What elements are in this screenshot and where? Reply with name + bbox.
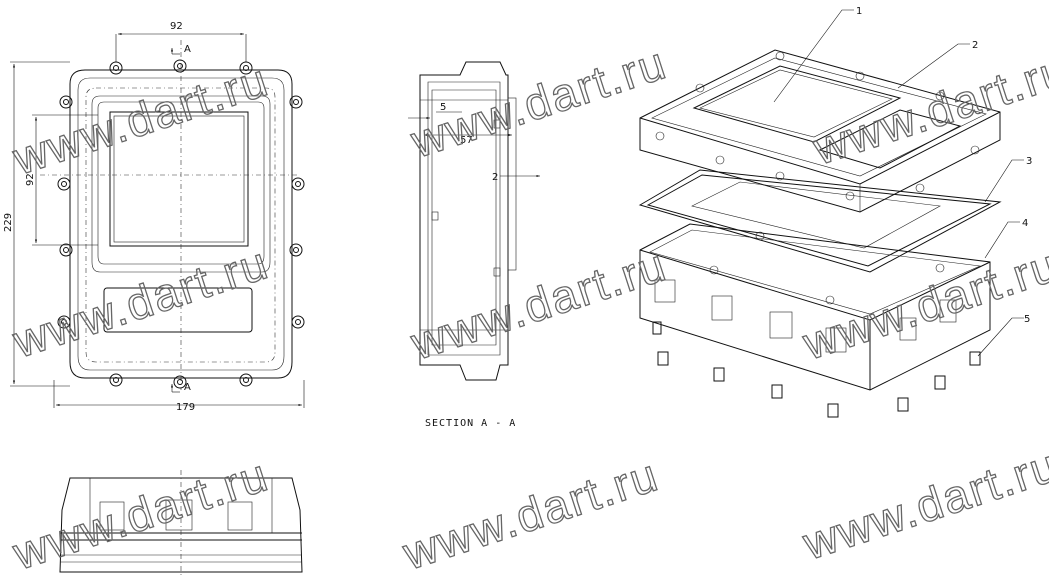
display-window — [109, 111, 249, 247]
watermark: www.dart.ru — [6, 448, 275, 580]
section-mark-top: A — [184, 44, 191, 55]
section-title: SECTION A - A — [425, 418, 516, 429]
part-label-3: 3 — [1026, 156, 1032, 167]
watermark: www.dart.ru — [6, 236, 275, 368]
watermark: www.dart.ru — [6, 53, 275, 185]
dim-total-width: 179 — [176, 402, 195, 413]
base-part — [639, 223, 991, 391]
part-label-5: 5 — [1024, 314, 1030, 325]
part-label-2: 2 — [972, 40, 978, 51]
dim-top-width: 92 — [170, 21, 183, 32]
section-mark-bottom: A — [184, 382, 191, 393]
standoff-parts — [652, 321, 981, 418]
watermark: www.dart.ru — [404, 238, 673, 370]
mounting-lugs-front — [57, 59, 305, 389]
watermark: www.dart.ru — [796, 438, 1049, 570]
lower-slot — [103, 287, 253, 333]
watermark: www.dart.ru — [806, 43, 1049, 175]
section-view: 5 57 2 SECTION A - A — [408, 61, 540, 429]
dim-depth: 57 — [460, 135, 473, 146]
dim-small-left: 5 — [440, 102, 446, 113]
lid-part — [639, 49, 1001, 213]
dim-height: 229 — [3, 213, 14, 232]
watermark: www.dart.ru — [396, 448, 665, 580]
part-label-1: 1 — [856, 6, 862, 17]
side-view-bottom — [59, 470, 303, 578]
dim-inner-height: 92 — [25, 173, 36, 186]
watermarks: www.dart.ru www.dart.ru www.dart.ru www.… — [5, 36, 1049, 581]
enclosure-outline-front — [69, 69, 293, 379]
dim-small-right: 2 — [492, 172, 498, 183]
front-view: 92 A A 179 229 92 — [3, 21, 305, 413]
gasket-part — [638, 169, 1002, 273]
part-label-4: 4 — [1022, 218, 1028, 229]
exploded-view: 1 2 3 4 5 — [638, 6, 1032, 418]
